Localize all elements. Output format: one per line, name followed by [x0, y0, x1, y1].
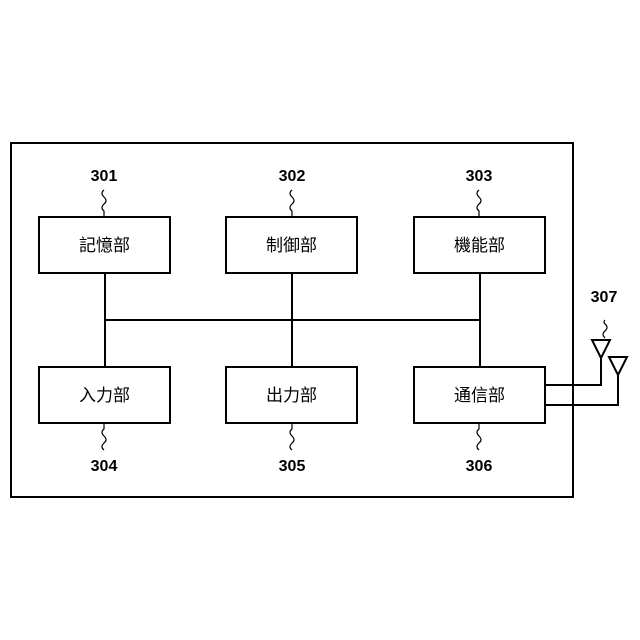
antenna-element-2	[609, 357, 627, 375]
block-input-ref: 304	[91, 458, 118, 475]
block-function-ref: 303	[466, 168, 493, 185]
antenna-element-1	[592, 340, 610, 358]
block-output-label: 出力部	[266, 386, 317, 406]
antenna-leader	[603, 320, 607, 338]
block-control-ref: 302	[279, 168, 306, 185]
antenna-icon: 307	[591, 289, 627, 375]
block-storage-label: 記憶部	[79, 236, 130, 256]
block-communication-ref: 306	[466, 458, 493, 475]
block-output-ref: 305	[279, 458, 306, 475]
block-communication-label: 通信部	[454, 386, 505, 406]
block-input-label: 入力部	[79, 386, 130, 406]
block-function-label: 機能部	[454, 236, 505, 256]
block-control-label: 制御部	[266, 236, 317, 256]
antenna-ref: 307	[591, 289, 618, 306]
block-storage-ref: 301	[91, 168, 118, 185]
